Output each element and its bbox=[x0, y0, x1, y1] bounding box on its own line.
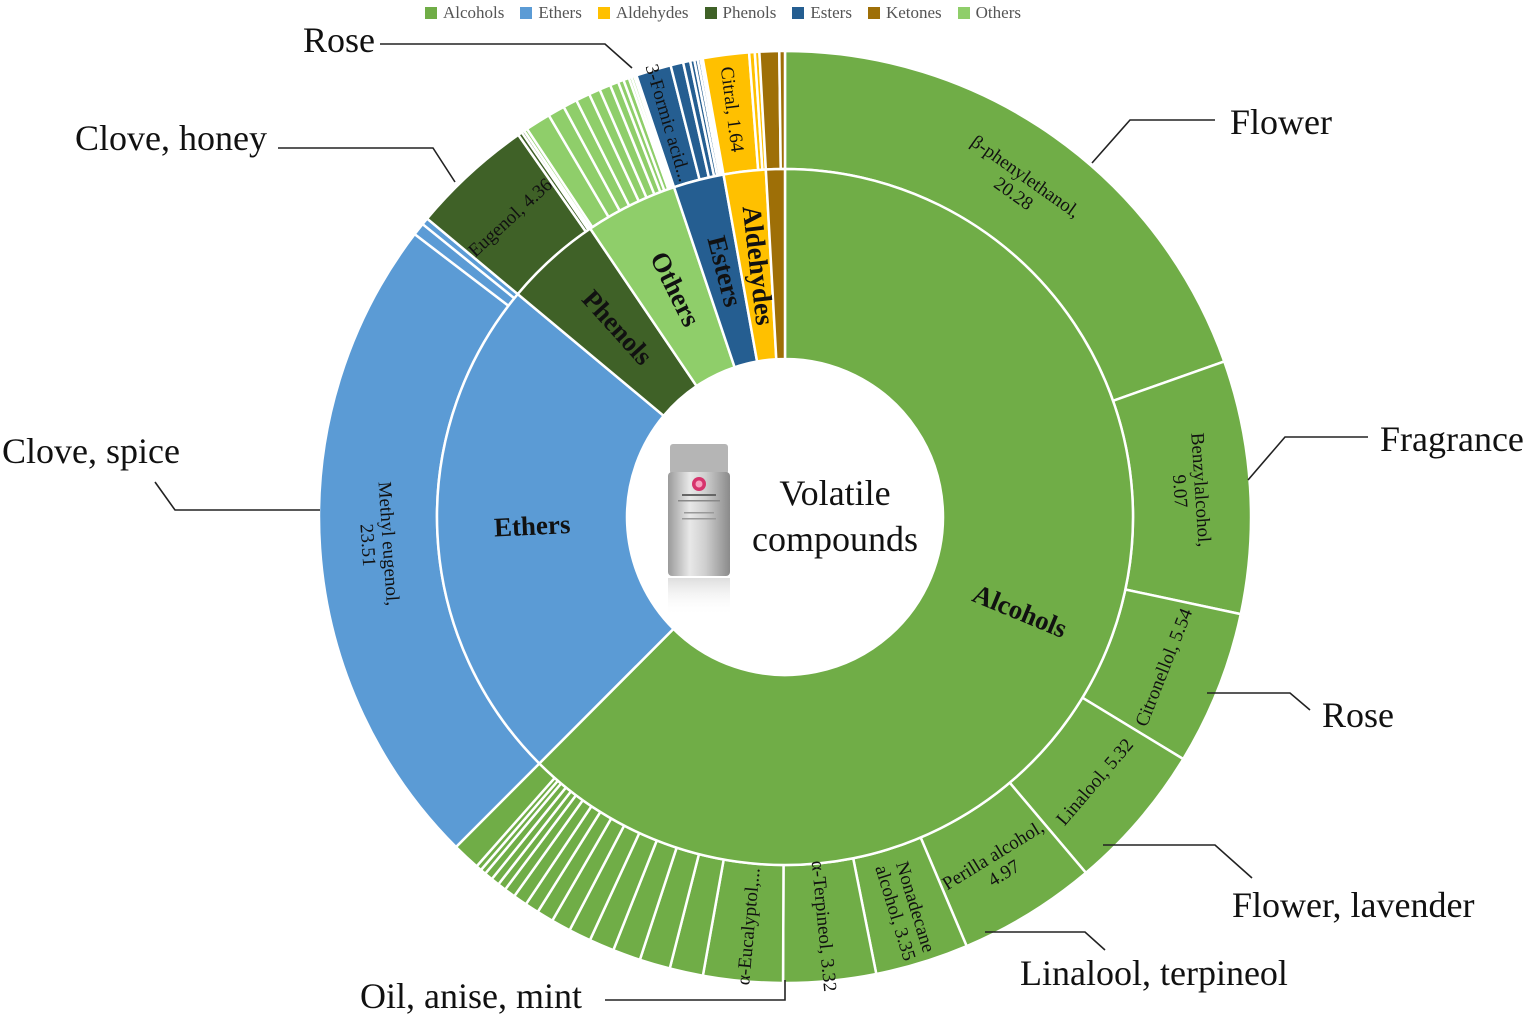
leader-flower-lavender bbox=[1103, 844, 1253, 879]
legend-swatch bbox=[957, 7, 970, 19]
leader-flower bbox=[1091, 119, 1215, 164]
annotation-leader-lines bbox=[154, 43, 1368, 1001]
legend-item-alcohols: Alcohols bbox=[425, 3, 504, 23]
leader-clove-spice bbox=[154, 481, 320, 511]
legend-item-esters: Esters bbox=[792, 3, 852, 23]
legend-item-others: Others bbox=[957, 3, 1021, 23]
legend-swatch bbox=[792, 7, 805, 19]
legend-label: Alcohols bbox=[443, 3, 505, 22]
legend-label: Ethers bbox=[538, 3, 582, 22]
leader-linalool-terpineol bbox=[985, 931, 1106, 951]
annotation-oil-anise-mint: Oil, anise, mint bbox=[360, 976, 582, 1016]
annotation-rose-top: Rose bbox=[303, 20, 375, 60]
leader-oil-anise-mint bbox=[605, 980, 786, 1001]
perfume-bottle-image bbox=[668, 444, 730, 616]
legend: Alcohols Ethers Aldehydes Phenols Esters Keto… bbox=[425, 2, 1021, 24]
annotation-flower-lavender: Flower, lavender bbox=[1232, 885, 1475, 925]
legend-label: Esters bbox=[810, 3, 852, 22]
legend-swatch bbox=[425, 7, 437, 19]
legend-swatch bbox=[867, 7, 880, 19]
legend-item-phenols: Phenols bbox=[704, 3, 777, 23]
leader-fragrance bbox=[1247, 436, 1368, 481]
inner-label-ethers: Ethers bbox=[493, 509, 571, 542]
legend-label: Aldehydes bbox=[615, 3, 689, 22]
annotation-clove-honey: Clove, honey bbox=[75, 118, 267, 158]
legend-label: Others bbox=[975, 3, 1021, 22]
legend-item-ketones: Ketones bbox=[867, 3, 942, 23]
legend-swatch bbox=[597, 7, 610, 19]
outer-segment-ketones-1 bbox=[778, 49, 787, 171]
annotation-flower: Flower bbox=[1230, 102, 1332, 142]
legend-item-aldehydes: Aldehydes bbox=[597, 3, 689, 23]
annotation-linalool-terpineol: Linalool, terpineol bbox=[1020, 953, 1288, 993]
annotation-fragrance: Fragrance bbox=[1380, 419, 1524, 459]
leader-rose-right bbox=[1207, 692, 1311, 711]
legend-swatch bbox=[520, 7, 533, 19]
legend-label: Ketones bbox=[885, 3, 942, 22]
leader-clove-honey bbox=[278, 147, 456, 183]
legend-label: Phenols bbox=[722, 3, 777, 22]
annotation-clove-spice: Clove, spice bbox=[2, 431, 180, 471]
legend-item-ethers: Ethers bbox=[520, 3, 582, 23]
annotation-rose-right: Rose bbox=[1322, 695, 1394, 735]
leader-rose-top bbox=[380, 43, 633, 69]
legend-swatch bbox=[704, 7, 717, 19]
center-title: Volatile compounds bbox=[752, 473, 918, 559]
